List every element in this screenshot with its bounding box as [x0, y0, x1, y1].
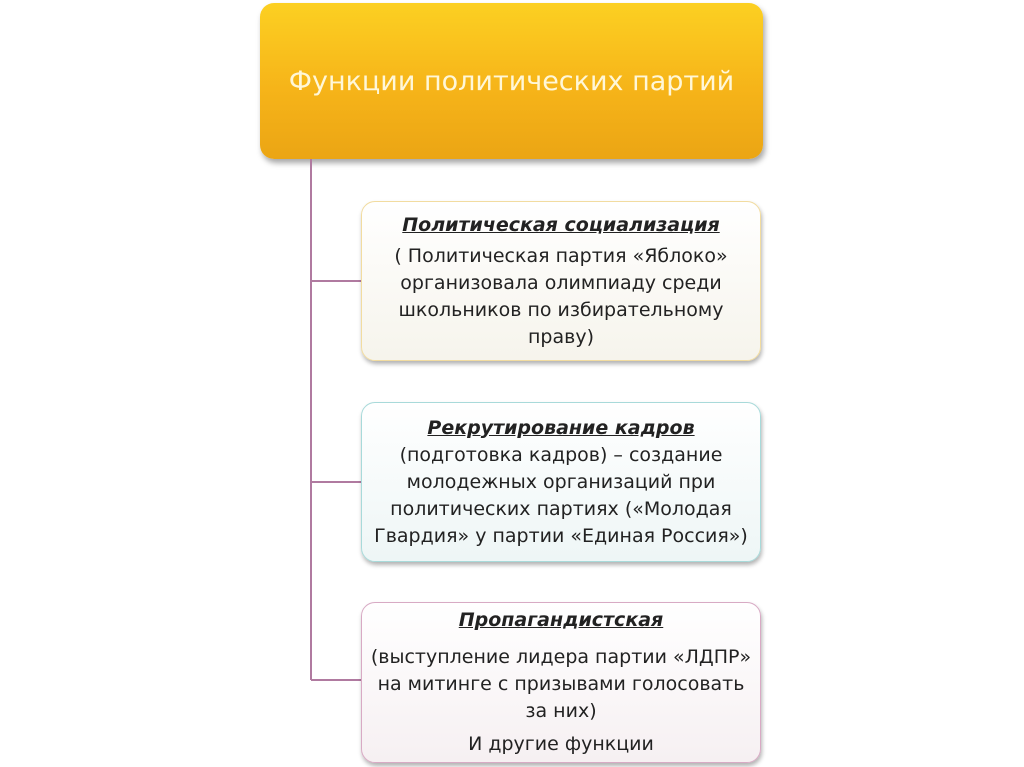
- function-description: ( Политическая партия «Яблоко» организов…: [394, 244, 728, 348]
- connector-branch-3: [311, 679, 362, 681]
- other-functions-note: И другие функции: [468, 733, 654, 755]
- connector-vertical: [310, 159, 312, 680]
- function-box-recruitment: Рекрутирование кадров (подготовка кадров…: [361, 402, 761, 562]
- connector-branch-1: [311, 280, 362, 282]
- function-heading: Пропагандистская: [458, 609, 664, 631]
- function-heading: Рекрутирование кадров: [427, 416, 695, 439]
- root-title: Функции политических партий: [288, 65, 735, 97]
- function-heading: Политическая социализация: [402, 213, 720, 236]
- function-box-socialization: Политическая социализация ( Политическая…: [361, 201, 761, 361]
- root-title-box: Функции политических партий: [260, 3, 763, 159]
- function-description: (выступление лидера партии «ЛДПР» на мит…: [370, 646, 752, 722]
- function-box-propaganda: Пропагандистская (выступление лидера пар…: [361, 602, 761, 763]
- connector-branch-2: [311, 481, 362, 483]
- function-description: (подготовка кадров) – создание молодежны…: [374, 443, 748, 547]
